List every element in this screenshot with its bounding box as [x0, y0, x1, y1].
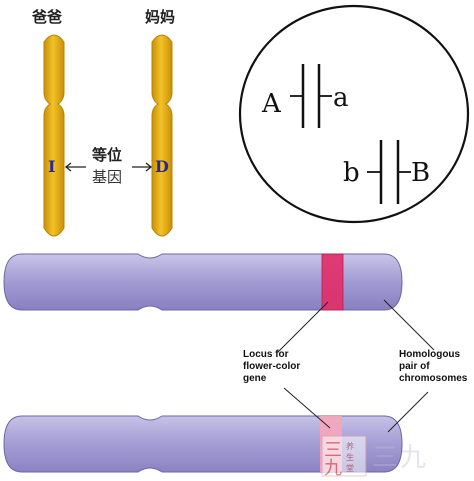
- locus-callout-lines: [277, 301, 331, 429]
- mother-chromosome: [151, 34, 173, 237]
- homologous-callout-lines: [383, 299, 435, 433]
- homologous-label-line3: chromosomes: [399, 373, 468, 384]
- homologous-label-line1: Homologous: [399, 349, 461, 360]
- arrow-left-icon: [64, 162, 86, 172]
- homologous-label: Homologous pair of chromosomes: [399, 349, 468, 384]
- allele-b-label: b: [343, 158, 360, 188]
- allele-circle-panel: A a b B: [238, 4, 470, 224]
- chromosome-pair-lower: [367, 140, 411, 204]
- father-chromosome: [43, 34, 65, 237]
- allele-B-label: B: [411, 158, 430, 188]
- locus-label-line1: Locus for: [243, 349, 289, 360]
- locus-label: Locus for flower-color gene: [243, 349, 303, 384]
- mother-gene-label: D: [155, 157, 169, 176]
- watermark-logo: 三 九 养 生 堂 三 九: [321, 435, 426, 479]
- allele-label-line2: 基因: [92, 168, 122, 186]
- watermark-char-1: 三: [324, 440, 342, 461]
- father-gene-label: I: [48, 157, 55, 176]
- watermark-char-faint-1: 三: [372, 443, 398, 473]
- parent-chromosomes-panel: 爸爸 妈妈 I D 等位 基因: [31, 8, 175, 237]
- watermark-small-3: 堂: [346, 463, 354, 473]
- mother-label: 妈妈: [145, 8, 175, 26]
- watermark-small-2: 生: [346, 452, 354, 462]
- cell-circle: [238, 4, 470, 224]
- chromosome-pair-upper: [290, 64, 332, 128]
- father-label: 爸爸: [31, 8, 62, 26]
- watermark-char-2: 九: [324, 458, 342, 479]
- locus-band-top: [322, 254, 343, 310]
- watermark-char-faint-2: 九: [400, 443, 426, 473]
- homologous-pair-panel: Locus for flower-color gene Homologous p…: [3, 253, 468, 473]
- homologous-label-line2: pair of: [399, 361, 430, 372]
- purple-chromosome-top: [3, 253, 403, 311]
- arrow-right-icon: [132, 162, 153, 172]
- locus-label-line2: flower-color: [243, 361, 300, 372]
- allele-A-label: A: [261, 89, 282, 119]
- locus-label-line3: gene: [243, 373, 267, 384]
- allele-a-label: a: [333, 83, 349, 113]
- watermark-small-1: 养: [346, 441, 354, 451]
- allele-label-line1: 等位: [92, 146, 122, 164]
